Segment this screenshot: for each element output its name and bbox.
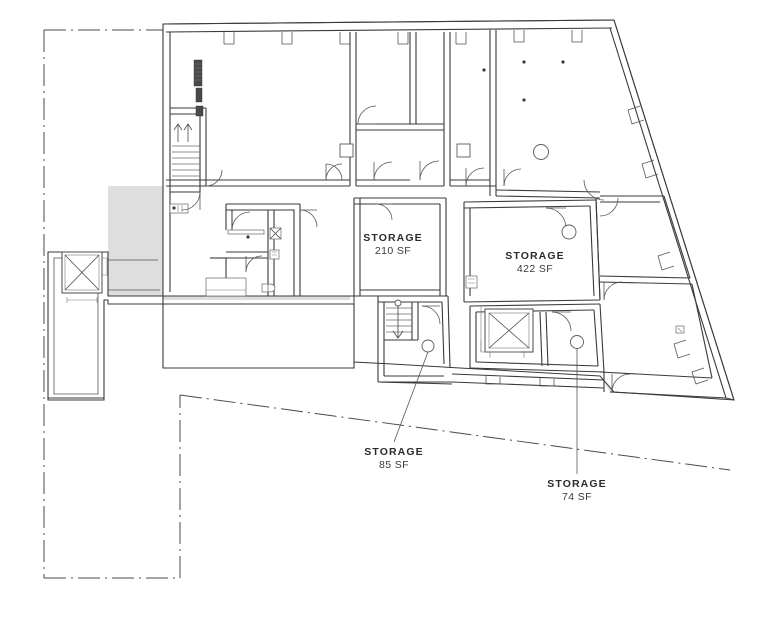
property-line: [43, 29, 731, 579]
stair-arrow-up: [173, 123, 193, 142]
label-storage-85-title: STORAGE: [364, 446, 424, 458]
south-stair-core: [377, 295, 452, 383]
south-edge: [108, 303, 605, 389]
label-storage-210-title: STORAGE: [363, 232, 423, 244]
label-storage-74: STORAGE 74 SF: [517, 478, 637, 504]
leader-lines: [393, 349, 578, 474]
label-storage-74-title: STORAGE: [547, 478, 607, 490]
left-wing: [47, 251, 163, 401]
column-square: [339, 143, 354, 158]
stair-core-northwest: [169, 59, 223, 214]
column-square: [456, 143, 471, 158]
sink-fixture: [269, 249, 280, 260]
label-storage-210: STORAGE 210 SF: [333, 232, 453, 258]
millwork: [205, 277, 247, 297]
stair-treads-down: [386, 307, 412, 333]
column-round: [561, 224, 577, 240]
label-storage-85-area: 85 SF: [378, 459, 409, 471]
central-rooms: [205, 203, 318, 297]
wall-fixture: [675, 325, 685, 334]
leader-origin-74: [570, 335, 584, 349]
center-core: [469, 303, 605, 373]
counter: [227, 229, 265, 235]
north-rooms: [166, 30, 601, 199]
label-storage-210-area: 210 SF: [374, 245, 412, 257]
hatched-riser: [193, 59, 204, 117]
stair-treads-up: [172, 145, 200, 177]
label-storage-422: STORAGE 422 SF: [475, 250, 595, 276]
stair-arrow-down: [392, 299, 404, 339]
label-storage-422-title: STORAGE: [505, 250, 565, 262]
equipment-box: [169, 203, 189, 214]
storage-422-room: [463, 179, 605, 303]
label-storage-74-area: 74 SF: [561, 491, 592, 503]
label-storage-422-area: 422 SF: [516, 263, 554, 275]
electrical-panel: [465, 275, 478, 289]
east-rooms: [595, 105, 727, 399]
column-round: [533, 144, 549, 160]
leader-storage-85: [393, 351, 429, 443]
leader-origin-85: [421, 339, 435, 353]
label-storage-85: STORAGE 85 SF: [334, 446, 454, 472]
